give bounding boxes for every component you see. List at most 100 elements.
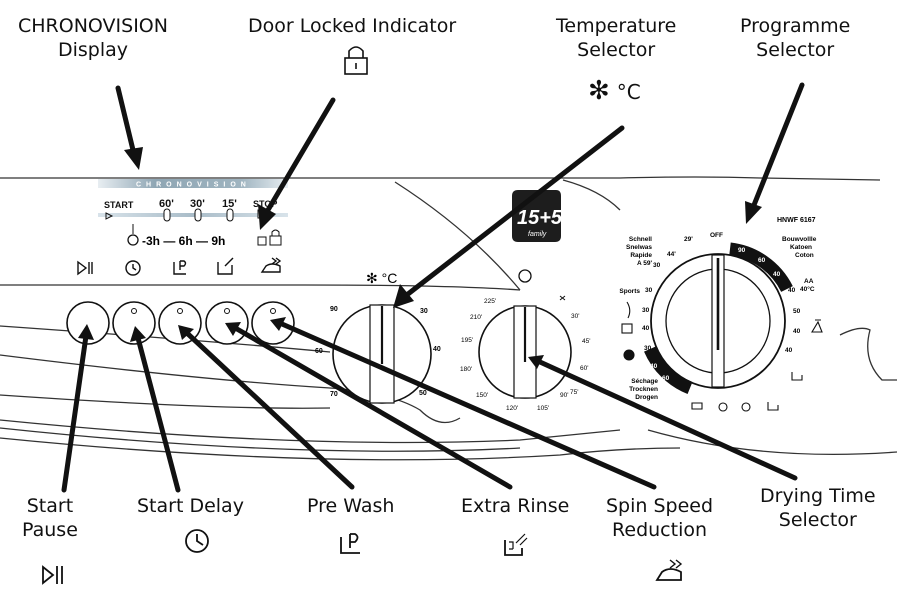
prewash-icon bbox=[173, 260, 187, 275]
programme-label-line1: Programme bbox=[740, 15, 851, 37]
prog-mark-30d: 30 bbox=[644, 345, 652, 352]
dry-mark-150: 150' bbox=[476, 392, 488, 399]
prog-label-rapide: Rapide bbox=[630, 252, 652, 259]
programme-dial[interactable]: OFF 29' 44' 90 60 40 40 50 40 40 30 30 3… bbox=[619, 232, 823, 412]
temp-mark-50: 50 bbox=[419, 390, 427, 397]
temp-mark-70: 70 bbox=[330, 391, 338, 398]
delay-clock-icon bbox=[127, 234, 139, 246]
prog-mark-off: OFF bbox=[710, 232, 723, 239]
fan-icon bbox=[559, 295, 566, 301]
bottom-label-icons bbox=[42, 529, 683, 585]
drain-icon bbox=[741, 402, 751, 412]
chronovision-label-line1: CHRONOVISION bbox=[18, 15, 168, 37]
arrow-pre-wash bbox=[185, 331, 355, 490]
panel-outline bbox=[0, 176, 897, 461]
prog-label-coton: Coton bbox=[795, 252, 814, 259]
start-pause-label-line2: Pause bbox=[22, 519, 78, 541]
family-badge: 15+5 family bbox=[512, 190, 563, 242]
spin-icon bbox=[260, 257, 282, 273]
display-scale-stop: STOP bbox=[253, 199, 277, 209]
delay-scale: -3h — 6h — 9h bbox=[142, 234, 225, 248]
prog-mark-40d: 40 bbox=[785, 347, 793, 354]
drying-clock-icon bbox=[518, 269, 532, 283]
prog-mark-40c: 40 bbox=[793, 328, 801, 335]
prog-label-40c: 40°C bbox=[800, 285, 815, 293]
start-pause-label: Start Pause bbox=[22, 494, 78, 542]
dry-mark-75: 75' bbox=[570, 389, 578, 396]
handwash-icon bbox=[621, 323, 633, 334]
prog-label-katoen: Katoen bbox=[790, 244, 812, 251]
extra-rinse-label: Extra Rinse bbox=[461, 494, 569, 518]
arrow-chronovision bbox=[115, 85, 136, 153]
arrow-temperature bbox=[405, 125, 625, 297]
spin-speed-reduction-icon bbox=[655, 559, 683, 581]
dryer-icon bbox=[691, 402, 703, 410]
prog-mark-40e: 40 bbox=[642, 325, 650, 332]
display-led-15 bbox=[226, 208, 234, 222]
padlock-icon bbox=[344, 46, 368, 75]
spin-speed-label-line1: Spin Speed bbox=[606, 495, 714, 517]
pre-wash-label-line1: Pre Wash bbox=[307, 495, 395, 517]
prog-label-schnell: Schnell bbox=[629, 236, 652, 243]
temp-mark-90: 90 bbox=[330, 306, 338, 313]
start-delay-label: Start Delay bbox=[137, 494, 244, 518]
arrow-start-delay bbox=[135, 335, 181, 493]
delay-icon bbox=[125, 260, 141, 276]
dry-mark-195: 195' bbox=[461, 337, 473, 344]
prog-mark-60b: 60 bbox=[662, 375, 670, 382]
display-title: CHRONOVISION bbox=[136, 182, 251, 189]
sports-shoe-icon bbox=[626, 301, 631, 319]
drying-time-dial[interactable]: 225' 30' 210' 45' 195' 60' 180' 75' 150'… bbox=[460, 269, 590, 412]
prog-mark-60: 60 bbox=[758, 257, 766, 264]
prog-label-snelwas: Snelwas bbox=[626, 244, 652, 251]
arrow-door-locked bbox=[265, 97, 336, 213]
pre-wash-label: Pre Wash bbox=[307, 494, 394, 518]
prewash-symbol-icon bbox=[791, 372, 803, 381]
chronovision-label-line2: Display bbox=[57, 39, 129, 61]
display-led-60 bbox=[163, 208, 171, 222]
arrow-start-pause bbox=[61, 333, 89, 493]
dry-mark-90: 90' bbox=[560, 392, 568, 399]
dry-mark-105: 105' bbox=[537, 405, 549, 412]
prog-mark-30a: 30 bbox=[653, 262, 661, 269]
arrow-programme bbox=[751, 82, 805, 208]
badge-main: 15+5 bbox=[517, 207, 563, 229]
round-buttons bbox=[66, 301, 295, 345]
spin-speed-reduction-label: Spin Speed Reduction bbox=[606, 494, 713, 542]
callout-arrows bbox=[61, 82, 805, 493]
start-pause-button[interactable] bbox=[66, 301, 110, 345]
start-delay-clock-icon bbox=[185, 529, 209, 553]
extra-rinse-icon bbox=[504, 533, 528, 556]
temp-mark-60: 60 bbox=[315, 348, 323, 355]
display-scale-30: 30' bbox=[190, 198, 205, 210]
spin-speed-label-line2: Reduction bbox=[612, 519, 708, 541]
arrow-drying-time bbox=[537, 359, 798, 481]
dry-mark-60: 60' bbox=[580, 365, 588, 372]
prog-mark-30c: 30 bbox=[642, 307, 650, 314]
prog-mark-50: 50 bbox=[793, 308, 801, 315]
display-scale-start: START bbox=[104, 200, 134, 210]
rinse-icon bbox=[217, 257, 234, 275]
programme-selector-label: Programme Selector bbox=[740, 14, 850, 62]
arrow-spin-speed bbox=[279, 321, 657, 490]
badge-sub: family bbox=[528, 231, 547, 238]
flask-icon bbox=[811, 319, 823, 333]
rinse-symbol-icon bbox=[767, 402, 779, 411]
start-pause-icon bbox=[77, 260, 93, 276]
extra-rinse-led bbox=[224, 308, 230, 314]
prog-mark-40b: 40 bbox=[788, 287, 796, 294]
start-delay-led bbox=[131, 308, 137, 314]
prog-mark-90: 90 bbox=[738, 247, 746, 254]
display-led-30 bbox=[194, 208, 202, 222]
drying-time-label-line2: Selector bbox=[778, 509, 857, 531]
start-delay-button[interactable] bbox=[112, 301, 156, 345]
prog-mark-30b: 30 bbox=[645, 287, 653, 294]
prog-label-drogen: Drogen bbox=[635, 394, 658, 401]
chronovision-display-label: CHRONOVISION Display bbox=[18, 14, 168, 62]
celsius-unit: °C bbox=[616, 80, 641, 104]
pre-wash-led bbox=[177, 308, 183, 314]
dry-mark-225: 225' bbox=[484, 298, 496, 305]
dry-mark-180: 180' bbox=[460, 366, 472, 373]
door-locked-label-line1: Door Locked Indicator bbox=[248, 15, 457, 37]
